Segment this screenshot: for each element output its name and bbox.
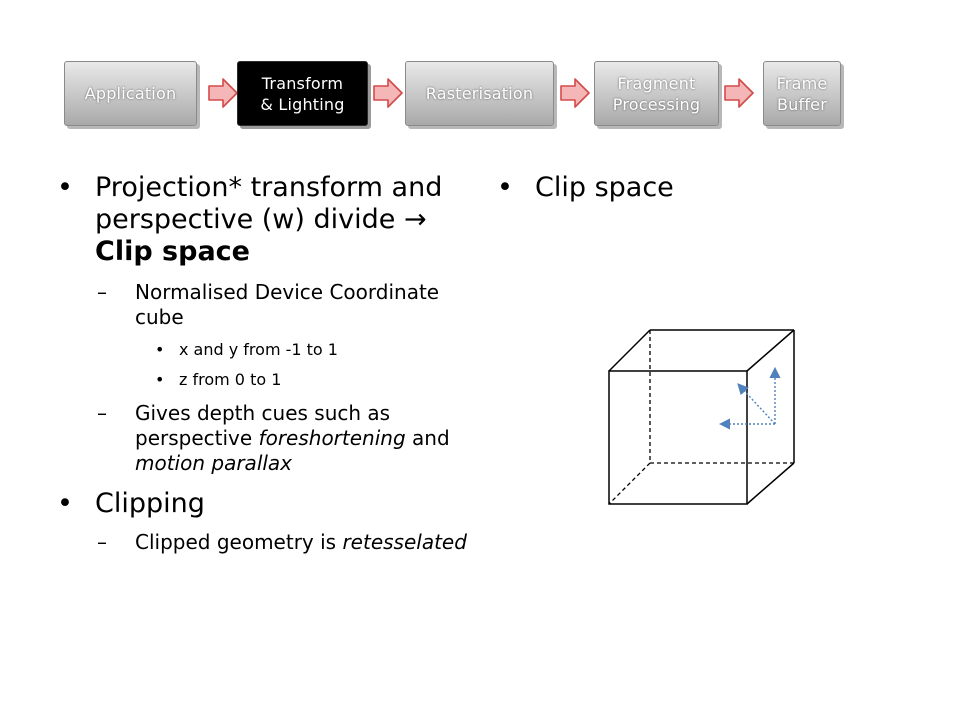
bullet-dot: • (155, 340, 165, 359)
ndc-cube-diagram (608, 329, 795, 505)
bullet-clip-space: • Clip space (497, 172, 897, 204)
stage-frame-buffer: Frame Buffer (763, 61, 841, 126)
sub-sub-bullet-z: • z from 0 to 1 (57, 369, 472, 391)
bullet-bold-text: Clip space (95, 236, 250, 267)
sub-sub-bullet-xy: • x and y from -1 to 1 (57, 339, 472, 361)
stage-rasterisation: Rasterisation (405, 61, 554, 126)
stage-label-line1: Frame (776, 73, 828, 93)
bullet-dot: • (497, 172, 513, 203)
axis-arrows (718, 366, 781, 430)
bullet-dot: • (155, 370, 165, 389)
stage-label: Rasterisation (425, 84, 534, 103)
sub-bullet-ndc: – Normalised Device Coordinate cube (57, 280, 472, 330)
sub-bullet-depth-cues: – Gives depth cues such as perspective f… (57, 401, 472, 476)
bullet-projection: • Projection* transform and perspective … (57, 172, 472, 268)
bullet-text: Clip space (535, 172, 674, 203)
arrow-right-icon (724, 78, 754, 108)
sub-bullet-text: and (405, 426, 450, 450)
arrow-right-icon (560, 78, 590, 108)
stage-label-line2: Processing (612, 94, 701, 114)
italic-text: foreshortening (258, 426, 406, 450)
sub-bullet-text: Clipped geometry is (135, 530, 343, 554)
sub-bullet-text: Gives depth cues such as perspective (135, 401, 391, 450)
bullet-text: Projection* transform and perspective (w… (95, 172, 443, 235)
stage-transform-lighting: Transform & Lighting (237, 61, 368, 126)
stage-label-line2: & Lighting (260, 94, 345, 114)
dash-marker: – (97, 280, 107, 304)
bullet-dot: • (57, 488, 73, 519)
sub-bullet-retesselated: – Clipped geometry is retesselated (57, 530, 472, 555)
arrow-right-icon (373, 78, 403, 108)
pipeline-diagram: Application Transform & Lighting Rasteri… (0, 0, 960, 160)
sub-bullet-text: Normalised Device Coordinate cube (135, 280, 440, 329)
cube-visible-edges (608, 329, 795, 505)
sub-sub-bullet-text: z from 0 to 1 (179, 370, 282, 389)
cube-hidden-edges (608, 330, 794, 505)
stage-label: Application (84, 84, 177, 103)
stage-fragment-processing: Fragment Processing (594, 61, 719, 126)
stage-label-line2: Buffer (776, 94, 827, 114)
dash-marker: – (97, 401, 107, 425)
dash-marker: – (97, 530, 107, 554)
stage-label-line1: Fragment (617, 73, 696, 93)
italic-text: retesselated (342, 530, 467, 554)
italic-text: motion parallax (135, 451, 293, 475)
bullet-dot: • (57, 172, 73, 203)
arrow-right-icon (208, 78, 238, 108)
right-column: • Clip space (497, 172, 897, 204)
bullet-clipping: • Clipping (57, 488, 472, 520)
arrow-right-icon: → (403, 204, 427, 235)
stage-label-line1: Transform (261, 73, 344, 93)
left-column: • Projection* transform and perspective … (57, 172, 472, 555)
stage-application: Application (64, 61, 197, 126)
sub-sub-bullet-text: x and y from -1 to 1 (179, 340, 338, 359)
bullet-text: Clipping (95, 488, 205, 519)
